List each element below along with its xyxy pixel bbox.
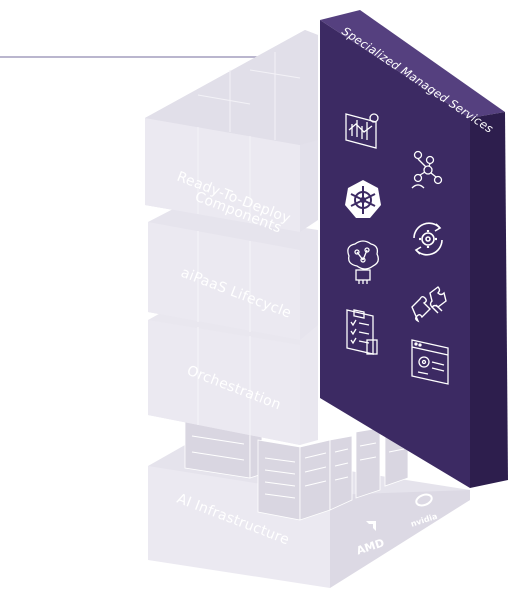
puzzle-pieces-icon	[411, 286, 447, 323]
monitoring-dashboard-icon	[345, 113, 379, 149]
managed-services-panel: Specialized Managed Services	[320, 10, 508, 488]
layer-aipaas-lifecycle: aiPaaS Lifecycle	[148, 208, 318, 340]
settings-window-icon	[411, 339, 449, 385]
team-network-icon	[411, 150, 443, 189]
gear-cycle-icon	[413, 222, 443, 256]
layer-ai-infrastructure: AI Infrastructure AMD nvidia	[148, 397, 470, 588]
kubernetes-helm-icon	[345, 180, 381, 218]
checklist-document-icon	[346, 309, 378, 355]
layer-orchestration: Orchestration	[148, 305, 318, 445]
layer-ready-to-deploy-components: Ready-To-Deploy Components	[145, 30, 318, 237]
ai-brain-chip-icon	[347, 240, 379, 284]
